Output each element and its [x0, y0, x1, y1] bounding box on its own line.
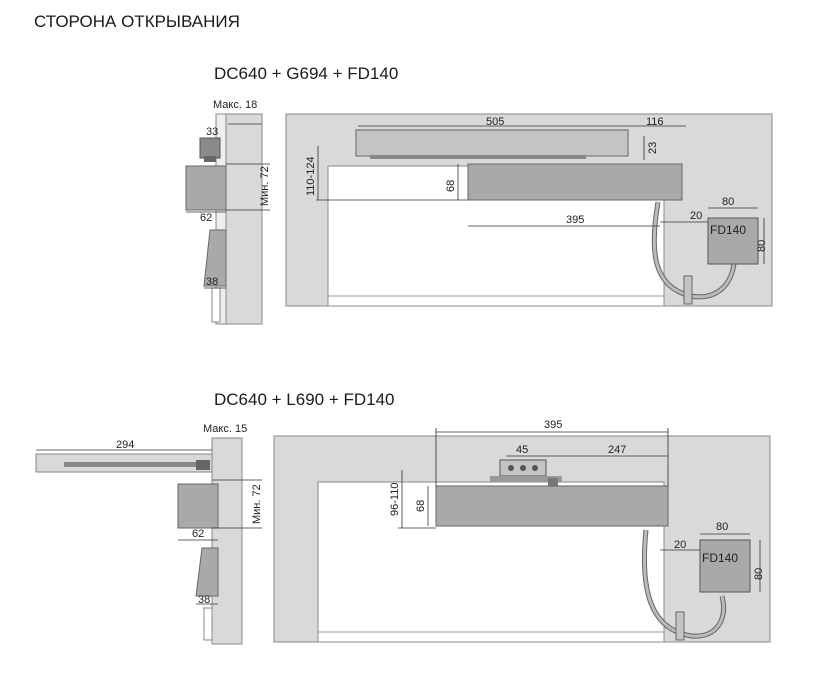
bottom-diagram-title: DC640 + L690 + FD140 [214, 390, 395, 409]
top-side-door-leaf [215, 113, 227, 325]
top-side-38: 38 [206, 276, 218, 288]
bottom-front-cable [642, 529, 725, 638]
bottom-side-max-label: Макс. 15 [203, 423, 247, 435]
top-front-slide-rail [355, 129, 629, 157]
bottom-side-arm-joint [196, 460, 210, 470]
top-front-80h: 80 [756, 240, 768, 252]
bottom-side-unit-body [195, 547, 219, 597]
page-title: СТОРОНА ОТКРЫВАНИЯ [34, 12, 240, 31]
bottom-front-arm-base [490, 476, 562, 482]
top-side-door-frame [225, 113, 263, 325]
top-front-505: 505 [486, 116, 504, 128]
bottom-front-screw-3 [532, 465, 538, 471]
top-front-closer [467, 163, 683, 201]
bottom-side-arm [64, 462, 208, 467]
top-front-23: 23 [647, 142, 659, 154]
bottom-front-20: 20 [674, 539, 686, 551]
bottom-front-80h: 80 [753, 568, 765, 580]
bottom-front-45: 45 [516, 444, 528, 456]
top-side-view: Макс. 18 33 Мин. 72 62 38 [185, 99, 271, 325]
top-front-110-124: 110-124 [305, 156, 317, 196]
bottom-front-96-110: 96-110 [389, 483, 401, 516]
top-front-68: 68 [445, 180, 457, 192]
bottom-side-294: 294 [116, 439, 134, 451]
bottom-front-395: 395 [544, 419, 562, 431]
top-side-min-label: Мин. 72 [259, 166, 271, 206]
bottom-front-247: 247 [608, 444, 626, 456]
top-side-62: 62 [200, 212, 212, 224]
bottom-side-38: 38 [198, 594, 210, 606]
bottom-front-arm-pivot [548, 478, 558, 486]
top-side-slider [204, 156, 216, 162]
bottom-front-80w: 80 [716, 521, 728, 533]
top-side-33: 33 [206, 126, 218, 138]
top-front-fd140-label: FD140 [710, 223, 746, 237]
top-side-closer-body [185, 165, 227, 211]
top-front-80w: 80 [722, 196, 734, 208]
top-side-rail [199, 137, 221, 159]
bottom-front-fd140-unit [699, 539, 751, 593]
bottom-side-min-label: Мин. 72 [251, 484, 263, 524]
bottom-front-68: 68 [415, 500, 427, 512]
bottom-side-pipe [203, 607, 213, 641]
top-side-pipe [211, 287, 221, 323]
bottom-front-screw-2 [520, 465, 526, 471]
bottom-side-closer-body [177, 483, 219, 529]
bottom-side-view: 294 Макс. 15 Мин. 72 62 38 [35, 423, 263, 645]
bottom-front-screw-1 [508, 465, 514, 471]
top-front-view: 505 116 23 110-124 68 395 20 80 80 FD140 [285, 113, 773, 307]
top-diagram-title: DC640 + G694 + FD140 [214, 64, 399, 83]
top-side-max-label: Макс. 18 [213, 99, 257, 111]
top-front-cable-stub [683, 275, 693, 305]
top-side-unit-body [203, 229, 227, 287]
bottom-front-cable-stub [675, 611, 685, 641]
bottom-front-fd140-label: FD140 [702, 551, 738, 565]
bottom-front-view: 395 45 247 96-110 68 20 80 80 FD140 [273, 419, 771, 643]
bottom-front-closer [435, 485, 669, 527]
bottom-side-door-frame [211, 437, 243, 645]
bottom-side-62: 62 [192, 528, 204, 540]
top-front-116: 116 [646, 116, 664, 128]
top-front-395: 395 [566, 214, 584, 226]
top-front-fd140-unit [707, 217, 759, 265]
top-front-20: 20 [690, 210, 702, 222]
top-front-slider [370, 155, 586, 159]
